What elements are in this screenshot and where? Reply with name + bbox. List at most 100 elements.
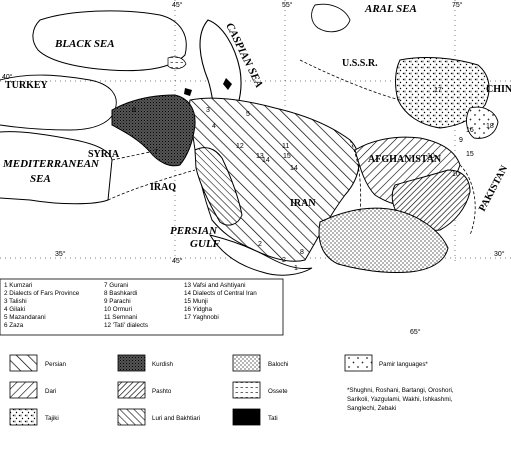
coord-top-right: 75° <box>452 1 463 9</box>
dialect-list: 1 Kumzari 2 Dialects of Fars Province 3 … <box>0 278 284 336</box>
dialect-list-item: 10 Ormuri <box>104 306 132 313</box>
dialect-number: 11 <box>282 143 289 150</box>
label-syria: SYRIA <box>88 149 120 160</box>
ossete-area <box>167 56 187 70</box>
tati-area-1 <box>223 78 232 90</box>
dialect-number: 12 <box>236 143 244 150</box>
label-turkey: TURKEY <box>5 80 49 91</box>
dialect-number: 14 <box>290 165 298 172</box>
dialect-number: 7 <box>154 149 158 156</box>
dialect-number: 10 <box>427 153 435 160</box>
dialect-list-item: 1 Kumzari <box>4 282 32 289</box>
mediterranean-coast <box>0 131 113 205</box>
dialect-number: 14 <box>262 157 270 164</box>
legend-item-kurdish: Kurdish <box>117 354 174 372</box>
legend-item-pashto: Pashto <box>117 381 172 399</box>
dialect-number: 3 <box>206 107 210 114</box>
dialect-number: 13 <box>256 153 264 160</box>
dialect-list-item: 2 Dialects of Fars Province <box>4 290 80 297</box>
dialect-list-item: 3 Talishi <box>4 298 27 305</box>
legend-item-dari: Dari <box>9 381 56 399</box>
dialect-number: 6 <box>132 107 136 114</box>
country-borders <box>107 59 476 236</box>
dialect-number: 10 <box>452 171 460 178</box>
label-persian: PERSIAN <box>170 225 218 237</box>
dialect-list-item: 8 Bashkardi <box>104 290 137 297</box>
dialect-list-item: 14 Dialects of Central Iran <box>184 290 257 297</box>
coord-left-40: 40° <box>2 73 13 81</box>
dialect-number: 2 <box>258 241 262 248</box>
aral-sea-shape <box>311 3 351 33</box>
svg-text:Kurdish: Kurdish <box>152 361 174 368</box>
pamir-note-line-2: Sarikoli, Yazgulami, Wakhi, Ishkashmi, <box>347 396 453 403</box>
dialect-number: 15 <box>283 153 291 160</box>
legend-item-balochi: Balochi <box>232 354 288 372</box>
dialect-number: 15 <box>466 151 474 158</box>
legend-item-luri: Luri and Bakhtiari <box>117 408 200 426</box>
label-iran: IRAN <box>290 198 316 209</box>
svg-text:Pashto: Pashto <box>152 388 172 395</box>
dialect-list-item: 13 Vafsi and Ashtiyani <box>184 282 246 289</box>
label-black-sea: BLACK SEA <box>54 38 115 50</box>
dialect-list-item: 15 Munji <box>184 298 208 305</box>
svg-text:Luri and Bakhtiari: Luri and Bakhtiari <box>152 415 200 422</box>
dialect-numbers: 1 2 2 3 4 5 6 7 8 9 10 10 11 12 13 14 14… <box>132 87 494 272</box>
dialect-list-item: 16 Yidgha <box>184 306 213 313</box>
legend: Persian Dari Tajiki Kurdish Pashto Luri … <box>9 354 454 426</box>
label-aral-sea: ARAL SEA <box>364 3 417 15</box>
dialect-list-item: 9 Parachi <box>104 298 131 305</box>
dialect-number: 17 <box>434 87 442 94</box>
dialect-list-item: 12 'Tati' dialects <box>104 322 148 329</box>
dialect-list-item: 4 Gilaki <box>4 306 25 313</box>
dialect-list-item: 5 Mazandarani <box>4 314 46 321</box>
label-ussr: U.S.S.R. <box>342 58 378 69</box>
svg-text:Pamir languages*: Pamir languages* <box>379 361 428 368</box>
coord-top-left: 45° <box>172 1 183 9</box>
dialect-number: 9 <box>459 137 463 144</box>
dialect-number: 5 <box>246 111 250 118</box>
coord-right-30: 30° <box>494 250 505 258</box>
dialect-list-item: 17 Yaghnobi <box>184 314 219 321</box>
dialect-number: 2 <box>282 257 286 264</box>
pamir-note-line-1: *Shughni, Roshani, Bartangi, Oroshori, <box>347 387 454 394</box>
dialect-number: 16 <box>466 127 474 134</box>
black-sea-coast <box>32 10 187 72</box>
dialect-number: 18 <box>486 123 494 130</box>
coord-top-mid: 55° <box>282 1 293 9</box>
map-area: BLACK SEA ARAL SEA CASPIAN SEA MEDITERRA… <box>0 0 511 336</box>
legend-item-pamir: Pamir languages* <box>344 354 428 372</box>
tati-area-2 <box>184 88 192 96</box>
luri-region <box>194 147 243 226</box>
svg-text:Persian: Persian <box>45 361 67 368</box>
dialect-list-item: 7 Gurani <box>104 282 128 289</box>
legend-item-persian: Persian <box>9 354 67 372</box>
svg-text:Balochi: Balochi <box>268 361 288 368</box>
coord-bottom-65: 65° <box>410 328 421 336</box>
label-iraq: IRAQ <box>150 182 176 193</box>
kurdish-region <box>111 94 196 167</box>
label-pakistan: PAKISTAN <box>477 163 511 213</box>
dialect-list-item: 6 Zaza <box>4 322 24 329</box>
label-mediterranean: MEDITERRANEAN <box>2 158 100 170</box>
svg-text:Tati: Tati <box>268 415 278 422</box>
balochi-region <box>318 207 449 273</box>
dialect-number: 4 <box>212 123 216 130</box>
pamir-region <box>466 106 499 139</box>
svg-text:Dari: Dari <box>45 388 56 395</box>
coord-bottom-45: 45° <box>172 257 183 265</box>
legend-item-tati: Tati <box>232 408 278 426</box>
legend-item-tajiki: Tajiki <box>9 408 59 426</box>
coord-left-35: 35° <box>55 250 66 258</box>
dialect-list-item: 11 Semnani <box>104 314 137 321</box>
label-afghanistan: AFGHANISTAN <box>368 154 442 165</box>
legend-item-ossete: Ossete <box>232 381 288 399</box>
pamir-note-line-3: Sanglechi, Zebaki <box>347 405 396 412</box>
label-sea: SEA <box>30 173 51 185</box>
dialect-number: 8 <box>300 249 304 256</box>
label-gulf: GULF <box>190 238 221 250</box>
svg-text:Ossete: Ossete <box>268 388 288 395</box>
svg-text:Tajiki: Tajiki <box>45 415 59 422</box>
label-china: CHIN <box>486 84 511 95</box>
